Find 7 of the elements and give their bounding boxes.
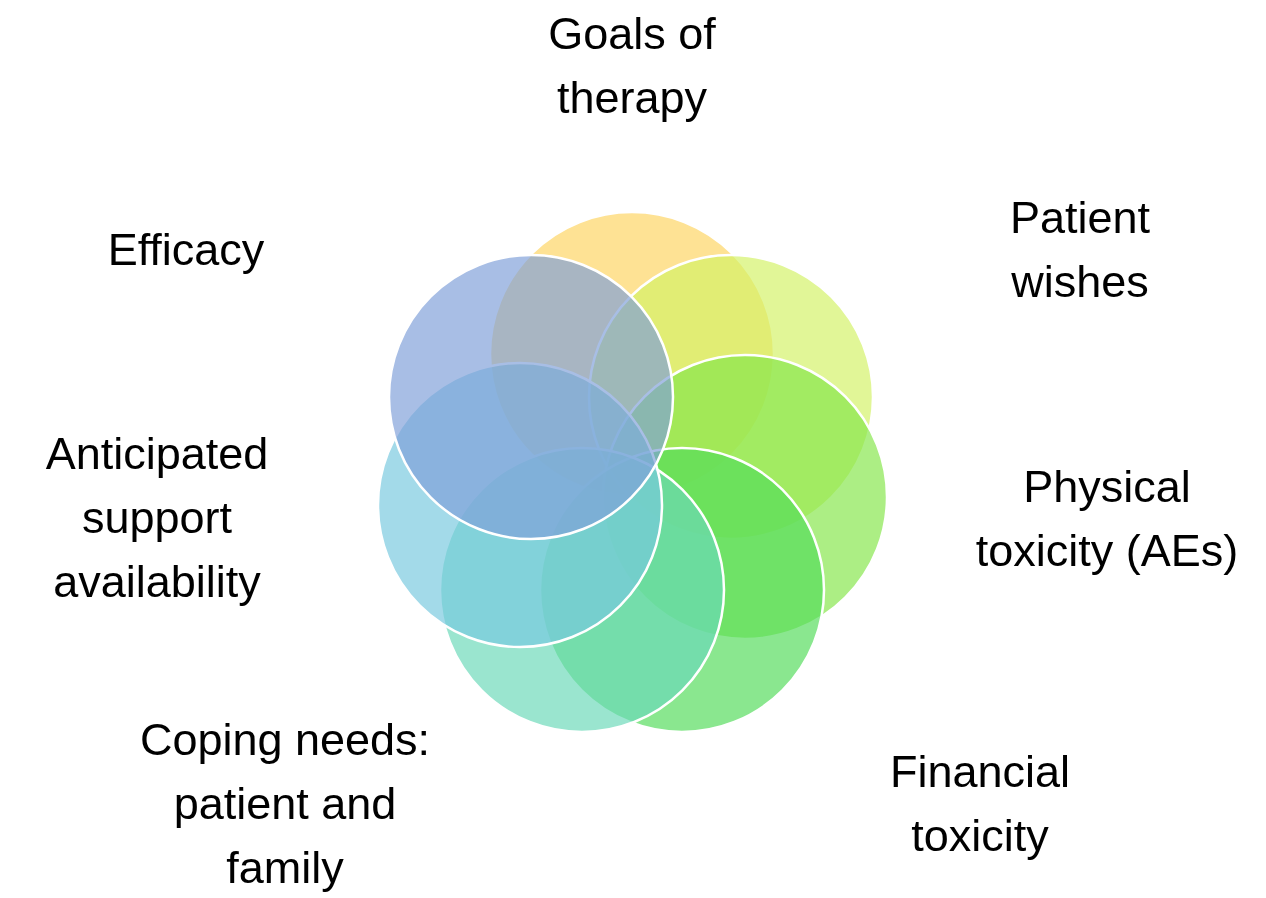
factor-label: Coping needs: patient and family — [135, 708, 435, 898]
factor-label: Patient wishes — [960, 186, 1200, 314]
factor-label: Anticipated support availability — [27, 422, 287, 614]
factor-label: Physical toxicity (AEs) — [957, 455, 1257, 583]
factor-label: Financial toxicity — [850, 740, 1110, 868]
factor-label: Goals of therapy — [512, 2, 752, 130]
factor-label: Efficacy — [56, 218, 316, 282]
